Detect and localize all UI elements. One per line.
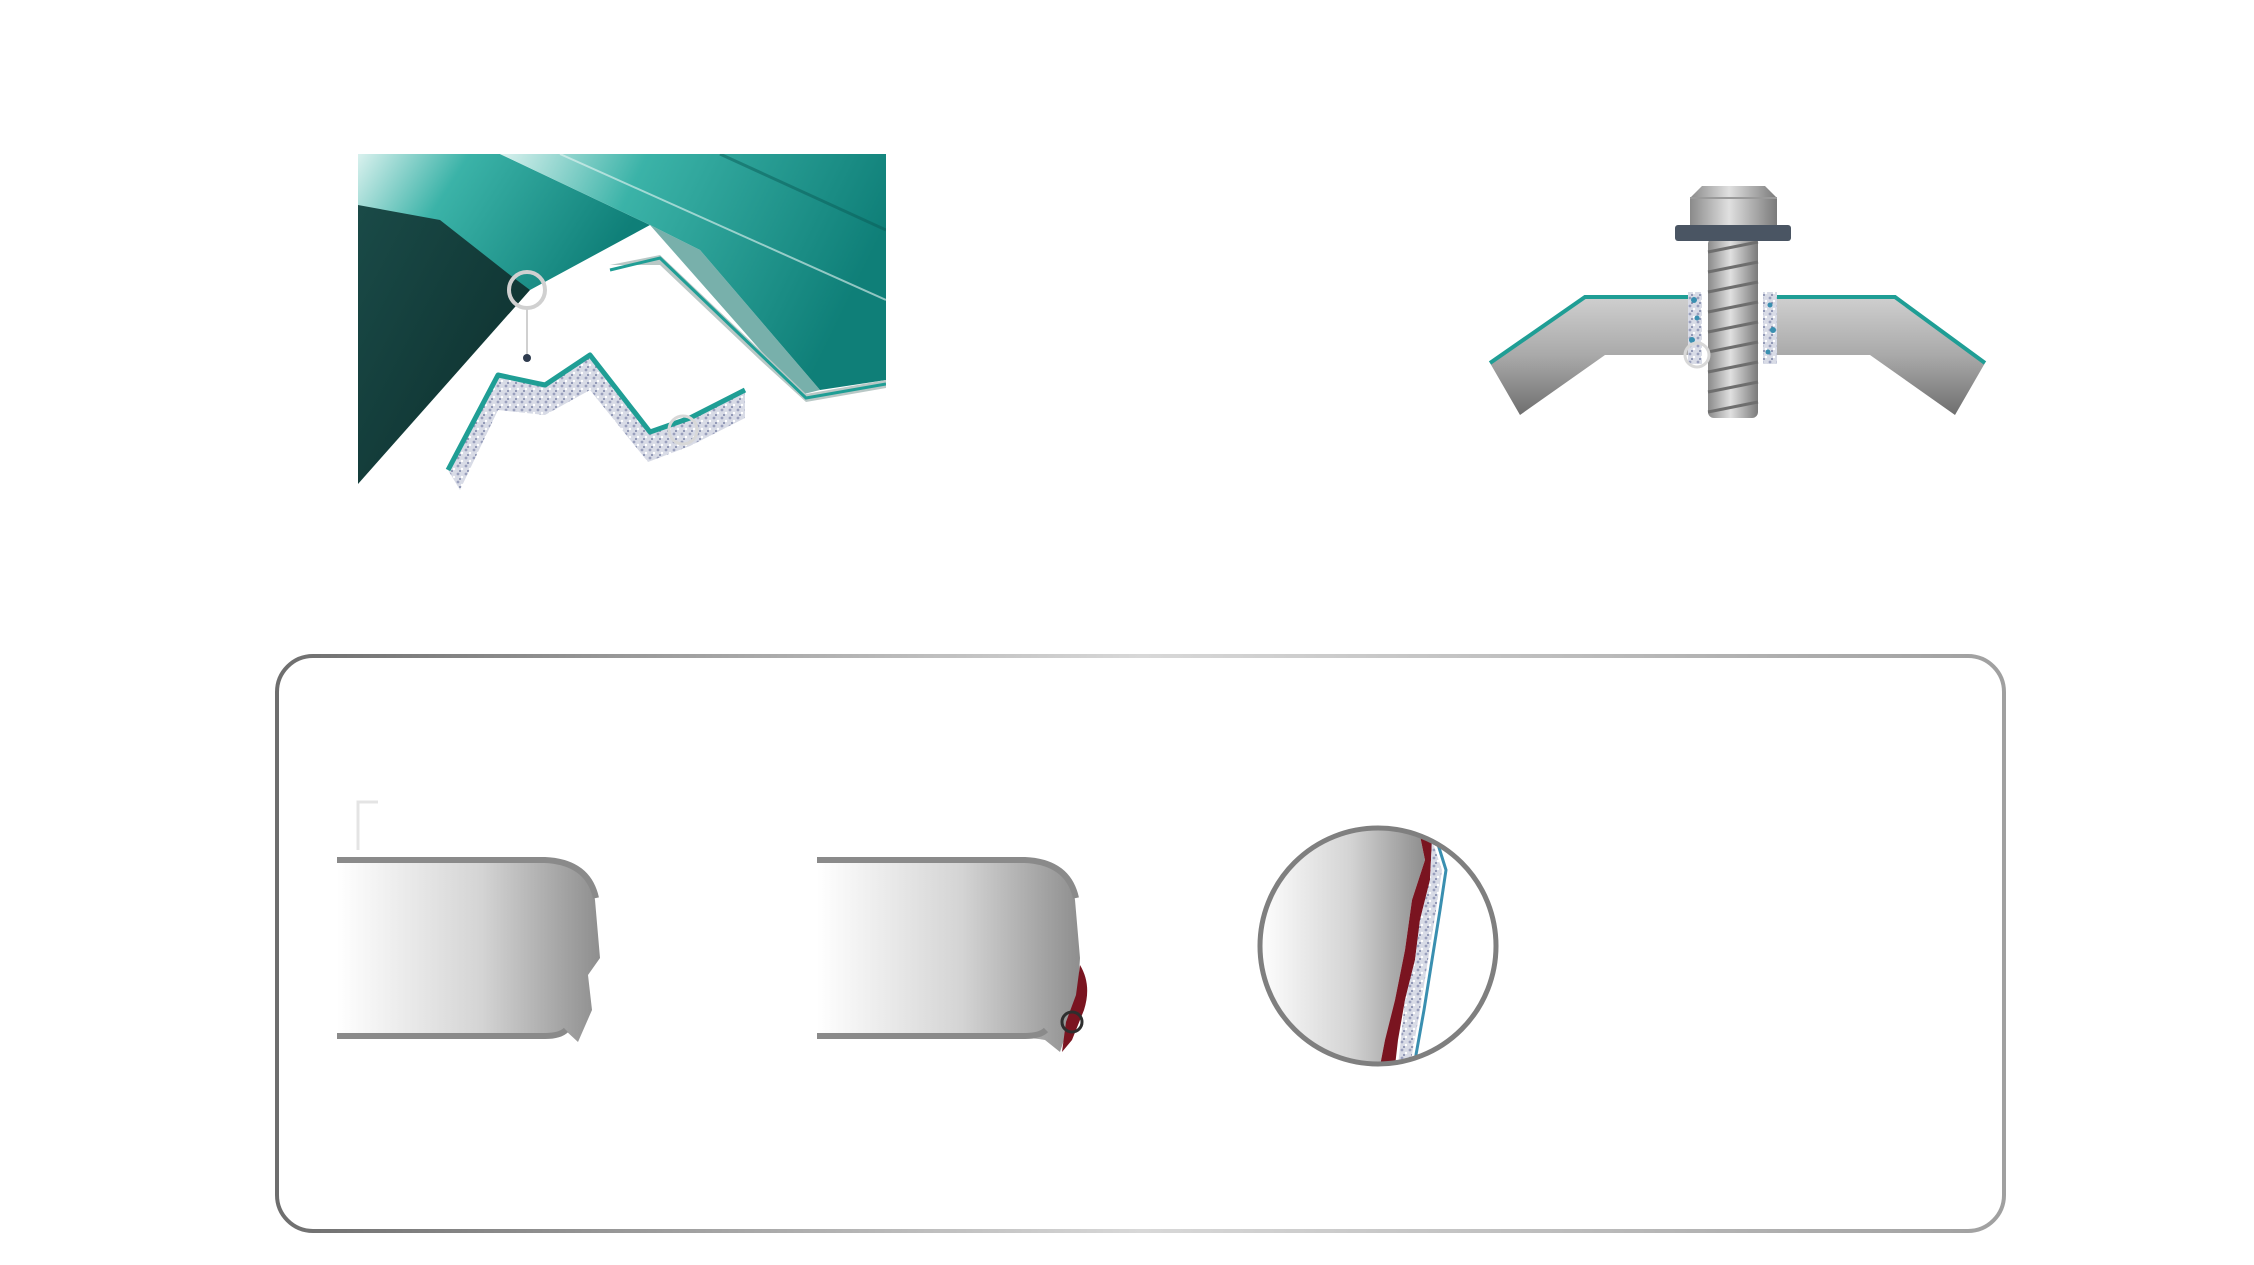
corrugated-sheet-icon xyxy=(358,154,886,490)
corner-mark xyxy=(358,802,378,850)
zoom-circle-icon xyxy=(1258,826,1498,1066)
cut-edge-icon xyxy=(337,860,600,1042)
cut-edge-icon xyxy=(817,860,1087,1052)
magnifier-dot xyxy=(523,354,531,362)
hex-screw-icon xyxy=(1490,186,1985,418)
